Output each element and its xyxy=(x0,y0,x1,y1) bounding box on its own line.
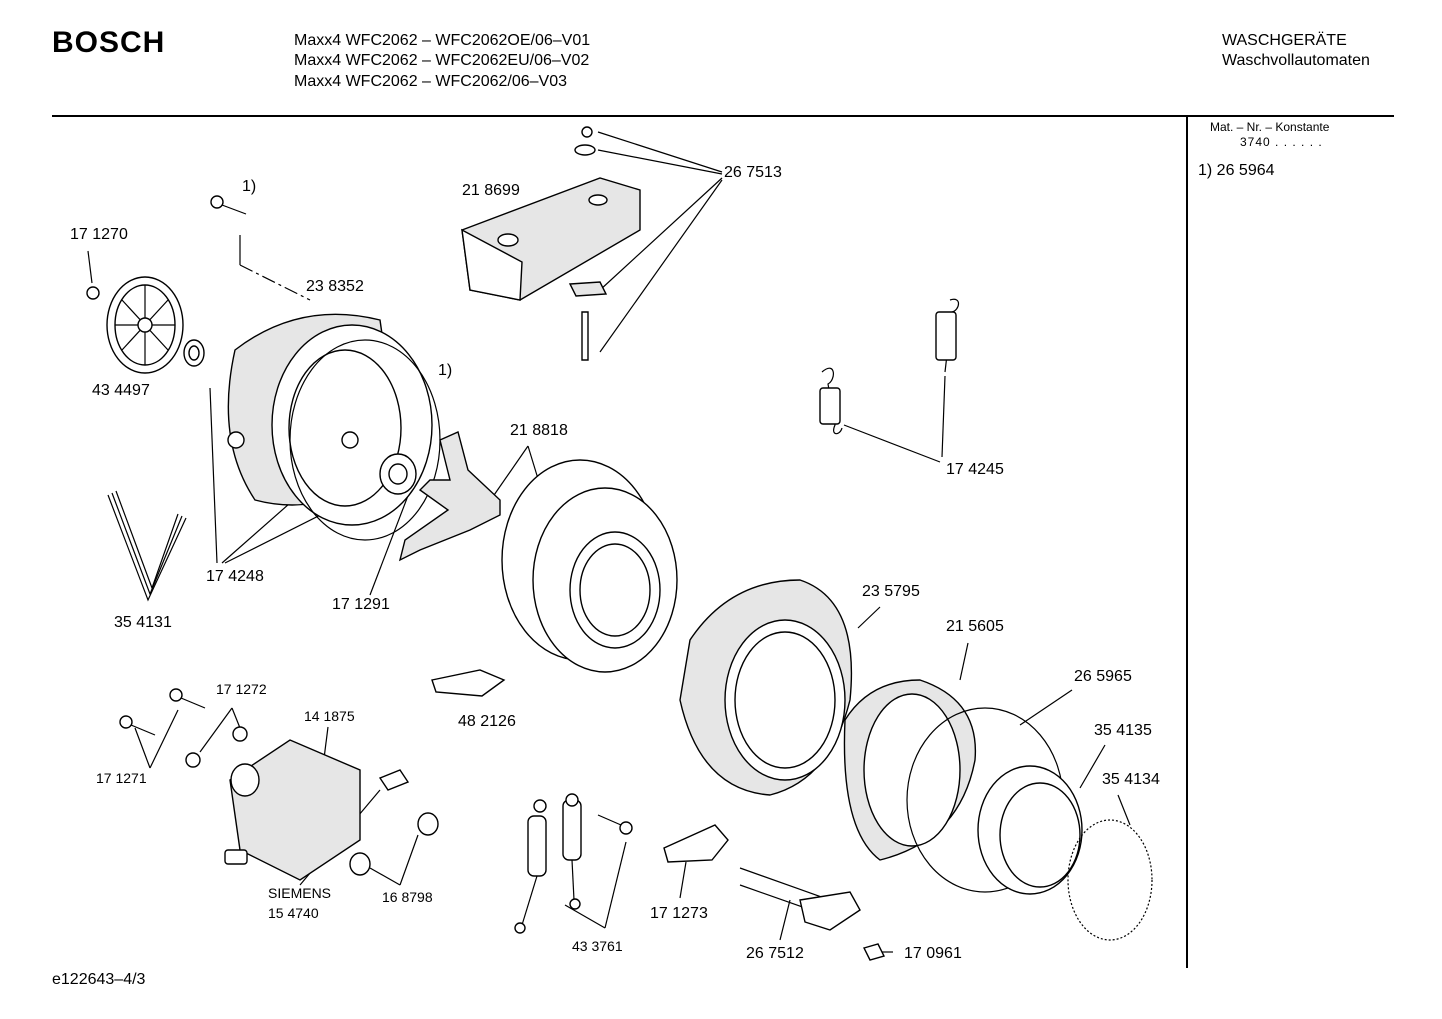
brand-logo: BOSCH xyxy=(52,26,166,59)
mat-nr-label: Mat. – Nr. – Konstante xyxy=(1210,120,1330,134)
category-title: WASCHGERÄTE xyxy=(1222,32,1347,49)
part-label-218699: 21 8699 xyxy=(462,182,520,199)
heater-holder xyxy=(664,825,728,862)
drive-belt xyxy=(108,491,186,600)
part-label-434497: 43 4497 xyxy=(92,382,150,399)
mat-nr-value: 3740 . . . . . . xyxy=(1240,135,1323,149)
drawing-id: e122643–4/3 xyxy=(52,971,146,988)
part-label-171272: 17 1272 xyxy=(216,681,267,697)
shock-screw xyxy=(598,815,632,834)
shaft-bearing xyxy=(380,454,416,494)
part-label-171291: 17 1291 xyxy=(332,596,390,613)
part-label-267513: 26 7513 xyxy=(724,164,782,181)
part-label-354135: 35 4135 xyxy=(1094,722,1152,739)
part-label-siemens: SIEMENS xyxy=(268,885,332,901)
model-line-2: Maxx4 WFC2062 – WFC2062EU/06–V02 xyxy=(294,52,590,69)
part-label-174248: 17 4248 xyxy=(206,568,264,585)
motor-screws xyxy=(120,689,247,767)
bearing-small xyxy=(184,340,204,366)
sidebar-divider xyxy=(1186,116,1188,968)
gasket-clamp xyxy=(1068,820,1152,940)
shock-absorber-2 xyxy=(563,794,581,909)
part-label-171273: 17 1273 xyxy=(650,905,708,922)
screw-top xyxy=(211,196,246,214)
footnote-1: 1) 26 5964 xyxy=(1198,162,1275,179)
motor xyxy=(225,740,408,880)
part-label-171270: 17 1270 xyxy=(70,226,128,243)
drum xyxy=(502,460,677,672)
part-label-218818: 21 8818 xyxy=(510,422,568,439)
ntc-sensor xyxy=(864,944,884,960)
part-label-215605: 21 5605 xyxy=(946,618,1004,635)
front-tub xyxy=(680,580,851,795)
front-counterweight xyxy=(844,680,975,860)
part-label-171271: 17 1271 xyxy=(96,770,147,786)
gasket-ring xyxy=(978,766,1082,894)
hardware-washers xyxy=(570,127,606,360)
spring-right xyxy=(936,299,959,372)
part-label-433761: 43 3761 xyxy=(572,938,623,954)
shock-absorber-1 xyxy=(515,800,546,933)
part-label-168798: 16 8798 xyxy=(382,889,433,905)
leader-lines xyxy=(88,132,1130,952)
drum-spider xyxy=(400,432,500,560)
part-label-238352: 23 8352 xyxy=(306,278,364,295)
model-line-3: Maxx4 WFC2062 – WFC2062/06–V03 xyxy=(294,73,568,90)
part-label-170961: 17 0961 xyxy=(904,945,962,962)
part-label-174245: 17 4245 xyxy=(946,461,1004,478)
counterweight-block xyxy=(462,178,640,300)
part-label-154740: 15 4740 xyxy=(268,905,319,921)
spring-left xyxy=(820,368,842,433)
heating-element xyxy=(740,868,860,930)
part-label-265965: 26 5965 xyxy=(1074,668,1132,685)
part-label-141875: 14 1875 xyxy=(304,708,355,724)
part-label-354134: 35 4134 xyxy=(1102,771,1160,788)
motor-bushings xyxy=(350,813,438,875)
part-label-354131: 35 4131 xyxy=(114,614,172,631)
category-subtitle: Waschvollautomaten xyxy=(1222,52,1370,69)
pulley xyxy=(87,277,183,373)
model-line-1: Maxx4 WFC2062 – WFC2062OE/06–V01 xyxy=(294,32,591,49)
bracket-plate xyxy=(432,670,504,696)
part-label-267512: 26 7512 xyxy=(746,945,804,962)
header-divider xyxy=(52,115,1394,117)
part-label-235795: 23 5795 xyxy=(862,583,920,600)
footnote-ref-seal: 1) xyxy=(438,362,453,379)
part-label-482126: 48 2126 xyxy=(458,713,516,730)
footnote-ref-screw: 1) xyxy=(242,178,257,195)
